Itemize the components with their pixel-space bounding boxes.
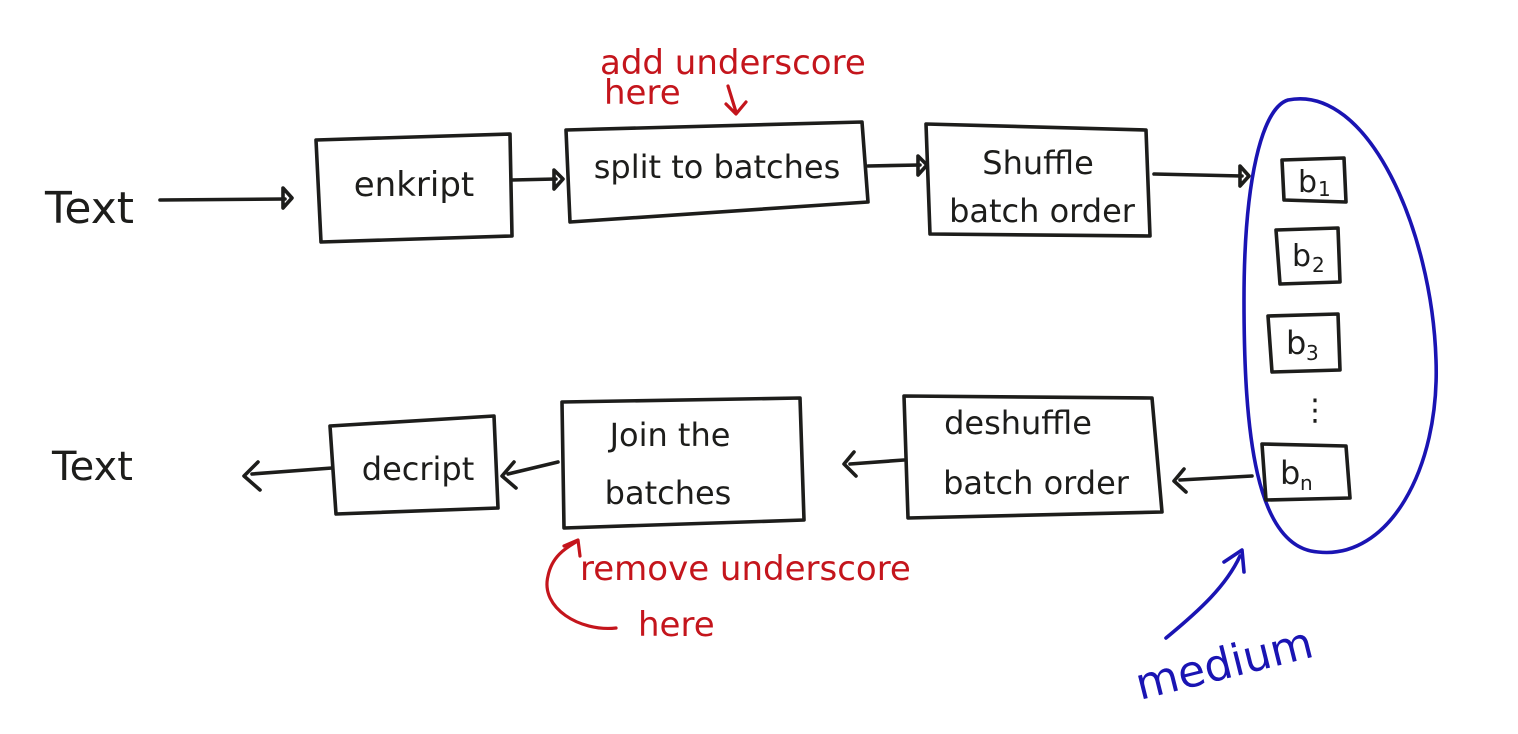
add-underscore-arrow [724, 84, 748, 116]
shuffle-box-label-line1: Shuffle [982, 144, 1094, 182]
arrow-split-to-shuffle [866, 154, 929, 177]
batch-n-subscript: n [1300, 471, 1313, 495]
arrow-shuffle-to-medium [1152, 164, 1251, 188]
join-box: Join the batches [560, 396, 806, 530]
deshuffle-box: deshuffle batch order [902, 394, 1164, 520]
medium-label: medium [1130, 617, 1318, 710]
batch-1-subscript: 1 [1318, 177, 1331, 201]
medium-annotation: medium [1130, 548, 1318, 711]
join-box-label-line2: batches [605, 474, 732, 512]
batch-3: b 3 [1266, 312, 1342, 374]
add-underscore-line2: here [604, 73, 681, 113]
batch-n-letter: b [1280, 454, 1300, 492]
batch-2-letter: b [1292, 239, 1311, 274]
decrypt-box-label: decript [362, 450, 475, 488]
batch-1-letter: b [1298, 165, 1317, 200]
decrypt-box: decript [328, 414, 500, 516]
batch-3-letter: b [1286, 324, 1306, 362]
output-text-label: Text [51, 444, 133, 490]
remove-underscore-arrowhead [562, 538, 582, 558]
medium-region [1242, 97, 1438, 555]
arrow-input-to-encrypt [158, 186, 294, 210]
shuffle-box: Shuffle batch order [924, 122, 1152, 238]
batch-2-subscript: 2 [1312, 253, 1325, 277]
arrow-join-to-decrypt [500, 460, 560, 490]
encrypt-box-label: enkript [354, 165, 475, 205]
join-box-label-line1: Join the [608, 416, 731, 454]
shuffle-box-label-line2: batch order [949, 192, 1136, 230]
batch-2: b 2 [1274, 226, 1342, 286]
batch-ellipsis: ⋮ [1300, 393, 1330, 428]
encrypt-box: enkript [314, 132, 514, 244]
batch-1: b 1 [1280, 156, 1348, 204]
remove-underscore-line2: here [638, 605, 715, 645]
arrow-encrypt-to-split [510, 168, 565, 191]
deshuffle-box-label-line2: batch order [943, 464, 1130, 502]
arrow-medium-to-deshuffle [1172, 467, 1254, 494]
input-text-label: Text [44, 183, 134, 234]
remove-underscore-annotation: remove underscore here [545, 538, 911, 645]
split-box-label: split to batches [594, 148, 840, 186]
medium-arrow [1164, 554, 1242, 640]
arrow-decrypt-to-output [242, 460, 334, 492]
medium-arrowhead [1222, 548, 1246, 574]
arrow-deshuffle-to-join [842, 450, 906, 478]
split-box: split to batches [564, 120, 870, 224]
remove-underscore-arrow [545, 540, 618, 631]
add-underscore-annotation: add underscore here [600, 43, 866, 116]
deshuffle-box-label-line1: deshuffle [944, 404, 1092, 442]
batch-3-subscript: 3 [1306, 341, 1319, 365]
batch-n: b n [1260, 442, 1352, 502]
remove-underscore-line1: remove underscore [580, 549, 911, 589]
add-underscore-line1: add underscore [600, 43, 866, 83]
